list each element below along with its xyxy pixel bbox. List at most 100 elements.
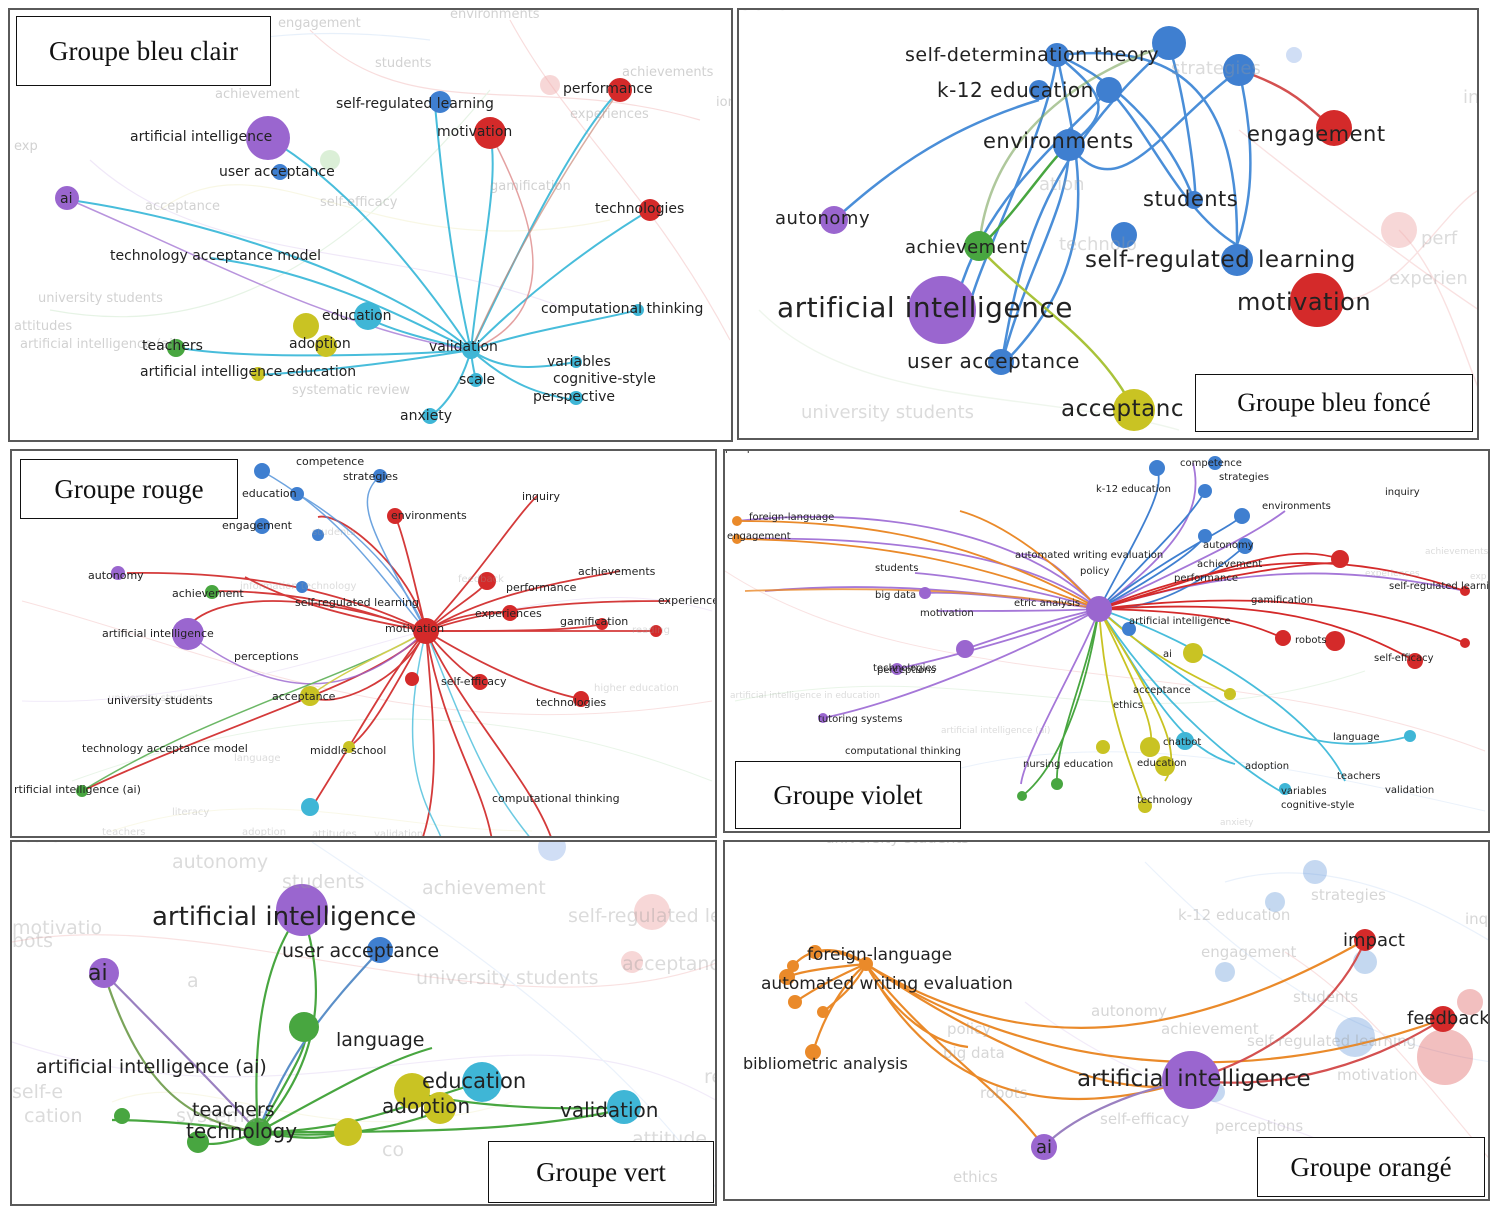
node-label-faded: in: [1463, 87, 1479, 108]
node-label: perspective: [725, 451, 784, 454]
node-label: teachers: [1337, 771, 1381, 782]
caption-groupe-violet: Groupe violet: [735, 761, 961, 829]
node-label: feedback: [1407, 1008, 1490, 1029]
node-label: self-regulated learning: [1085, 247, 1356, 273]
node-label: robots: [1295, 635, 1327, 646]
node-label: education: [242, 487, 297, 500]
node-label-faded: scale: [12, 842, 61, 847]
p6-nodes: [779, 929, 1456, 1160]
node-label-faded: perf: [1421, 228, 1458, 249]
node-label-faded: ion: [716, 95, 733, 110]
node-label-faded: exp: [14, 139, 38, 154]
node-label: education: [422, 1069, 526, 1093]
node-label: artificial intelligence: [130, 129, 272, 145]
caption-groupe-vert: Groupe vert: [488, 1141, 714, 1203]
node-label: teachers: [192, 1099, 275, 1121]
node-label: ethics: [1113, 700, 1143, 711]
node-label: acceptance: [272, 690, 336, 703]
node-label-faded: artificial intelligence (ai): [941, 726, 1050, 736]
node-label-faded: university students: [801, 402, 974, 423]
node-label-faded: self-regulated learning: [1247, 1032, 1416, 1050]
node-label-faded: university students: [416, 967, 599, 989]
node-label-faded: engagement: [278, 16, 361, 31]
node-label-faded: robots: [980, 1084, 1028, 1102]
node-label-faded: students: [312, 527, 355, 538]
node-label: self-regulated learning: [1389, 581, 1490, 592]
node-label-faded: achievements: [622, 65, 714, 80]
node-label: perceptions: [234, 650, 299, 663]
node-label-faded: attitudes: [14, 319, 72, 334]
node-label-faded: review: [704, 1066, 717, 1088]
node-label: validation: [1385, 785, 1434, 796]
node-label: nursing education: [1023, 759, 1113, 770]
p5-nodes: [89, 842, 670, 1153]
node-label: impact: [1343, 930, 1405, 951]
node-label: competence: [296, 455, 364, 468]
node-label: language: [336, 1029, 424, 1051]
node-label-faded: literacy: [172, 807, 209, 818]
node-label: experiences: [475, 607, 542, 620]
node-label: strategies: [343, 470, 398, 483]
node-label: user acceptance: [282, 940, 439, 962]
node-label-faded: university students: [108, 693, 204, 704]
node-label-faded: validation: [374, 829, 423, 838]
node-label: adoption: [382, 1094, 470, 1118]
node-label: technology acceptance model: [82, 742, 248, 755]
node-label: autonomy: [1203, 540, 1254, 551]
node-label: variables: [547, 354, 611, 370]
node-label-faded: ethics: [953, 1168, 998, 1186]
node-label: computational thinking: [492, 792, 620, 805]
node-label-faded: inq: [1465, 910, 1488, 928]
node-label: motivation: [1237, 288, 1371, 316]
caption-groupe-orange: Groupe orangé: [1257, 1137, 1485, 1197]
node-label: big data: [875, 590, 916, 601]
node-label-faded: students: [282, 871, 365, 893]
node-label: performance: [506, 581, 577, 594]
node-label-faded: artificial intelligence in education: [730, 691, 880, 701]
node-label-faded: university students: [38, 291, 163, 306]
node-label-faded: attitudes: [312, 829, 357, 838]
node-label-faded: big data: [943, 1044, 1005, 1062]
node-label-faded: feedback: [458, 574, 504, 585]
node-label-faded: co: [382, 1139, 404, 1161]
node-label-faded: teachers: [102, 827, 146, 838]
node-label: cognitive-style: [1281, 800, 1354, 811]
node-label: self-regulated learning: [295, 596, 419, 609]
node-label-faded: achievements: [1425, 547, 1489, 557]
node-label: achievement: [172, 587, 244, 600]
network-violet: artificial intelligence in education arti…: [725, 451, 1490, 828]
node-label: automated writing evaluation: [761, 974, 1013, 994]
node-label: artificial intelligence: [1129, 616, 1231, 627]
node-label: autonomy: [775, 208, 870, 229]
node-label-faded: k-12 education: [1178, 906, 1290, 924]
node-label: self-determination theory: [905, 44, 1159, 66]
node-label-faded: strategies: [1171, 58, 1261, 79]
node-label-faded: students: [1293, 988, 1358, 1006]
node-label: technology acceptance model: [110, 248, 321, 264]
node-label: computational thinking: [541, 301, 703, 317]
node-label: policy: [1080, 566, 1110, 577]
node-label: foreign-language: [749, 512, 834, 523]
node-label-faded: systematic review: [292, 383, 410, 398]
node-label: achievements: [578, 565, 656, 578]
node-label: engagement: [727, 531, 791, 542]
node-label: students: [875, 563, 918, 574]
node-label: technology: [1137, 795, 1193, 806]
node-label: gamification: [560, 615, 628, 628]
node-label-faded: bots: [12, 930, 53, 952]
node-label-faded: systemat: [176, 1105, 264, 1127]
node-label-faded: self-regulated learni: [568, 905, 717, 927]
p2-nodes: [820, 26, 1417, 431]
node-label-faded: gamification: [490, 179, 571, 194]
node-label: artificial intelligence (ai): [36, 1056, 267, 1078]
node-label: scale: [725, 451, 751, 454]
node-label-faded: exp: [1470, 572, 1487, 582]
node-label-faded: self-e: [12, 1081, 63, 1103]
node-label-faded: experiences: [1365, 569, 1420, 579]
node-label: performance: [563, 81, 653, 97]
node-label-faded: a: [187, 970, 199, 992]
node-label: acceptanc: [1061, 396, 1184, 422]
